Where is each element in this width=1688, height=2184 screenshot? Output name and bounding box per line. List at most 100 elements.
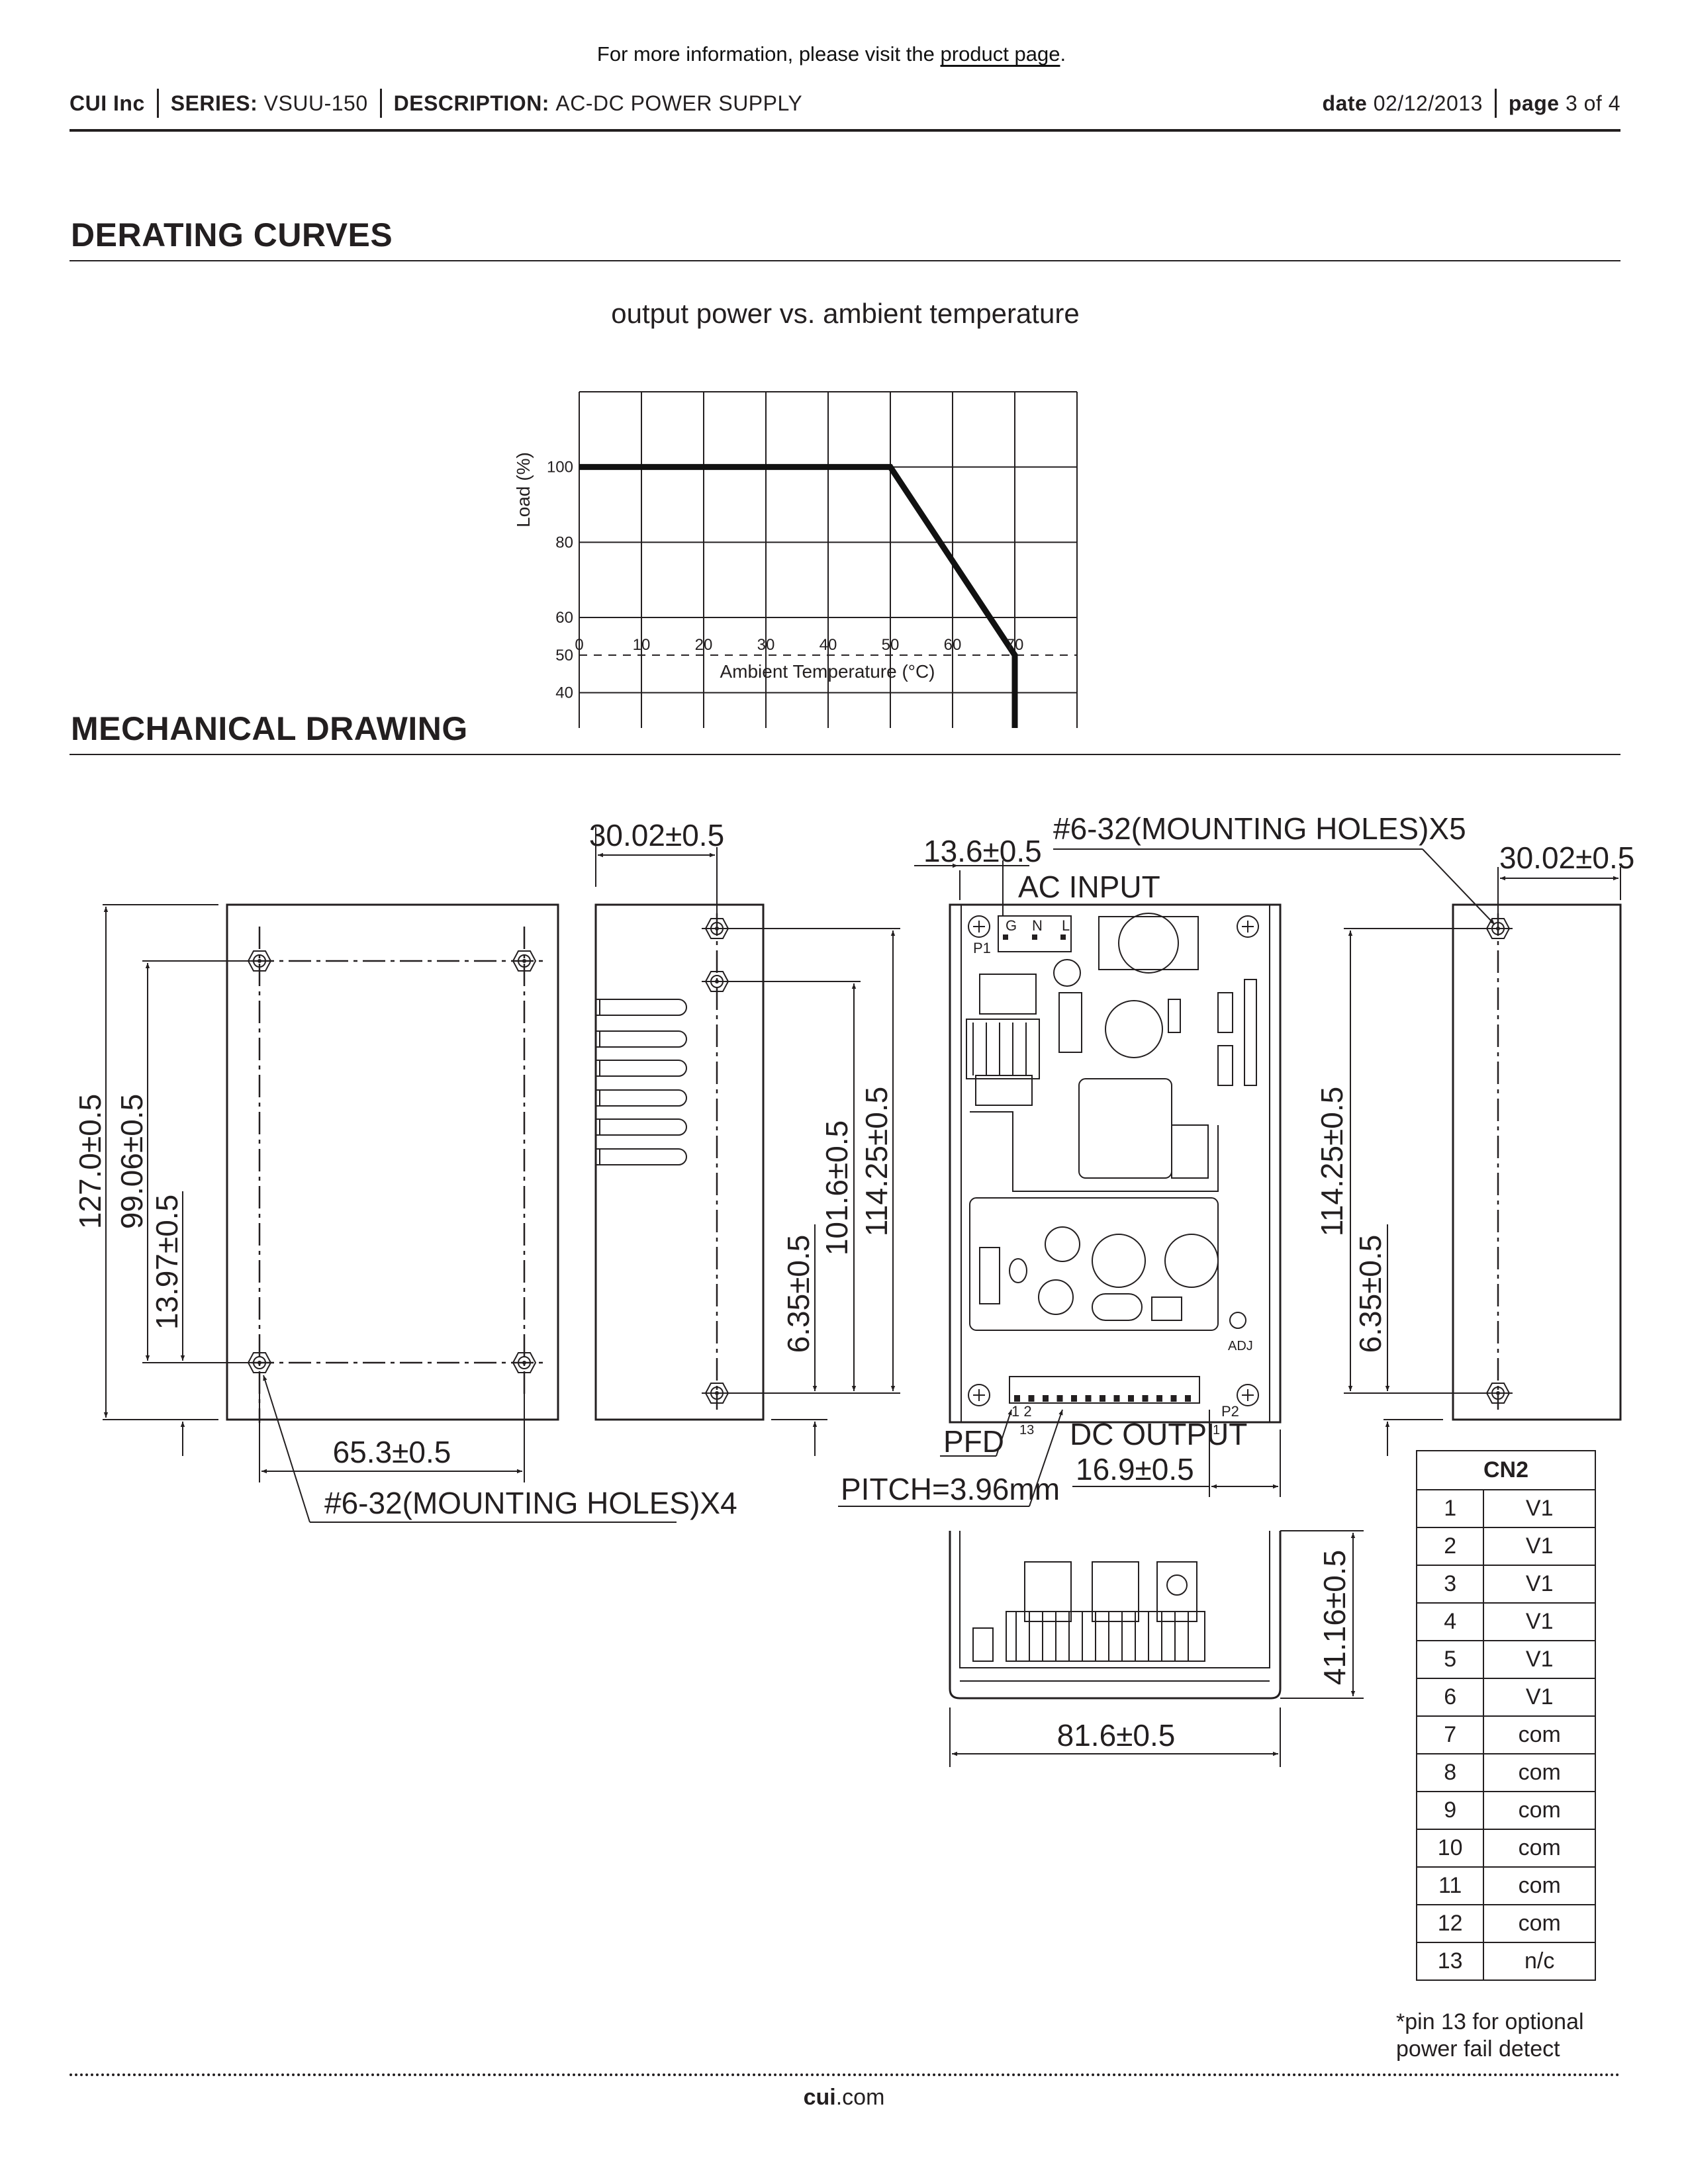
footer-brand: cui	[803, 2085, 836, 2110]
date-label: date	[1322, 91, 1368, 115]
divider	[156, 89, 159, 118]
cn2-pin-number: 4	[1415, 1602, 1485, 1641]
connector-pin	[1128, 1395, 1134, 1402]
cn2-function: n/c	[1483, 1942, 1596, 1981]
cn2-function: V1	[1483, 1640, 1596, 1679]
y-tick-label: 100	[547, 459, 573, 477]
dim-width-653: 65.3±0.5	[333, 1435, 451, 1469]
footer-domain: .com	[835, 2085, 885, 2110]
pin-n-label: N	[1032, 917, 1043, 934]
screw-icon	[968, 1384, 990, 1406]
cn2-function: com	[1483, 1791, 1596, 1830]
cn2-pin-number: 2	[1415, 1527, 1485, 1566]
dim-height-127: 127.0±0.5	[73, 1094, 107, 1229]
x-tick-label: 10	[633, 636, 651, 654]
cn2-function: com	[1483, 1829, 1596, 1868]
x-tick-label: 20	[695, 636, 713, 654]
series-label: SERIES:	[170, 91, 258, 115]
connector-pin	[1142, 1395, 1149, 1402]
document-header: CUI Inc SERIES: VSUU-150 DESCRIPTION: AC…	[70, 89, 1620, 118]
section-rule	[70, 260, 1620, 261]
divider	[1494, 89, 1497, 118]
chart-title: output power vs. ambient temperature	[611, 298, 1079, 329]
x-tick-label: 70	[1006, 636, 1024, 654]
cn2-pin-number: 12	[1415, 1904, 1485, 1943]
ac-input-label: AC INPUT	[1018, 870, 1160, 904]
series-line-derating	[579, 464, 1018, 728]
cn2-function: V1	[1483, 1527, 1596, 1566]
connector-pin	[1056, 1395, 1063, 1402]
top-note-end: .	[1060, 42, 1066, 66]
section-title-derating: DERATING CURVES	[71, 216, 393, 253]
top-note-text: For more information, please visit the	[596, 42, 941, 66]
p1-label: P1	[973, 940, 991, 956]
connector-pin	[1113, 1395, 1120, 1402]
footnote-line: *pin 13 for optional	[1396, 2009, 1584, 2034]
dim-635: 6.35±0.5	[781, 1235, 816, 1353]
mounting-holes-x5-label: #6-32(MOUNTING HOLES)X5	[1053, 811, 1466, 846]
cn2-pin-number: 5	[1415, 1640, 1485, 1679]
ac-input-connector	[998, 915, 1072, 952]
connector-pin	[1170, 1395, 1177, 1402]
series-value: VSUU-150	[263, 91, 368, 115]
section-rule	[70, 754, 1620, 755]
dc-output-connector	[1009, 1376, 1200, 1404]
cn2-function: com	[1483, 1904, 1596, 1943]
product-page-link[interactable]: product page	[940, 42, 1060, 66]
dim-635-right: 6.35±0.5	[1353, 1235, 1387, 1353]
description-value: AC-DC POWER SUPPLY	[555, 91, 803, 115]
page-label: page	[1508, 91, 1560, 115]
page-value: 3 of 4	[1565, 91, 1620, 115]
dim-11425: 114.25±0.5	[859, 1087, 894, 1236]
x-tick-label: 50	[882, 636, 900, 654]
y-tick-label: 50	[555, 647, 573, 664]
screw-icon	[1237, 1384, 1259, 1406]
cn2-title: CN2	[1416, 1450, 1596, 1490]
pin-g-label: G	[1006, 917, 1017, 934]
dc-output-label: DC OUTPUT	[1070, 1417, 1247, 1451]
pin-1-2-label: 1 2	[1011, 1403, 1032, 1420]
footer-rule	[70, 2073, 1620, 2076]
top-note: For more information, please visit the p…	[0, 42, 1663, 66]
cn2-function: com	[1483, 1753, 1596, 1792]
mounting-holes-x4-label: #6-32(MOUNTING HOLES)X4	[324, 1486, 737, 1520]
x-tick-label: 30	[757, 636, 775, 654]
dim-width-816: 81.6±0.5	[1057, 1718, 1176, 1752]
cn2-function: V1	[1483, 1565, 1596, 1604]
cn2-pin-number: 10	[1415, 1829, 1485, 1868]
front-view: 41.16±0.5 81.6±0.5	[949, 1530, 1364, 1767]
pin-13-label: 13	[1019, 1423, 1034, 1437]
dim-11425-right: 114.25±0.5	[1315, 1087, 1349, 1236]
section-title-mechanical: MECHANICAL DRAWING	[71, 710, 468, 747]
cn2-function: V1	[1483, 1489, 1596, 1528]
connector-pin	[1085, 1395, 1092, 1402]
divider	[379, 89, 382, 118]
dim-1016: 101.6±0.5	[820, 1120, 854, 1255]
x-tick-label: 40	[820, 636, 837, 654]
dim-169: 16.9±0.5	[1076, 1452, 1194, 1486]
bottom-view: 127.0±0.5 99.06±0.5 13.97±0.5 65.3±0.5 #…	[73, 903, 737, 1523]
cn2-pin-number: 13	[1415, 1942, 1485, 1981]
adj-label: ADJ	[1228, 1339, 1253, 1353]
footer-website[interactable]: cui.com	[0, 2085, 1688, 2111]
connector-pin	[1100, 1395, 1105, 1402]
cn2-pin-number: 1	[1415, 1489, 1485, 1528]
dim-height-4116: 41.16±0.5	[1317, 1550, 1352, 1685]
dim-1364-ac-offset: 13.6±0.5	[923, 834, 1042, 868]
y-tick-label: 60	[555, 609, 573, 627]
dim-hole-spacing-9906: 99.06±0.5	[115, 1094, 149, 1229]
cn2-pin-number: 3	[1415, 1565, 1485, 1604]
dim-hole-offset-1397: 13.97±0.5	[150, 1195, 184, 1330]
y-tick-label: 80	[555, 533, 573, 551]
cn2-function: com	[1483, 1715, 1596, 1754]
side-view: 30.02±0.5 101.6±0.5 114.25±0.5 6.35±0.5	[589, 818, 900, 1456]
pin-l-label: L	[1062, 917, 1070, 934]
